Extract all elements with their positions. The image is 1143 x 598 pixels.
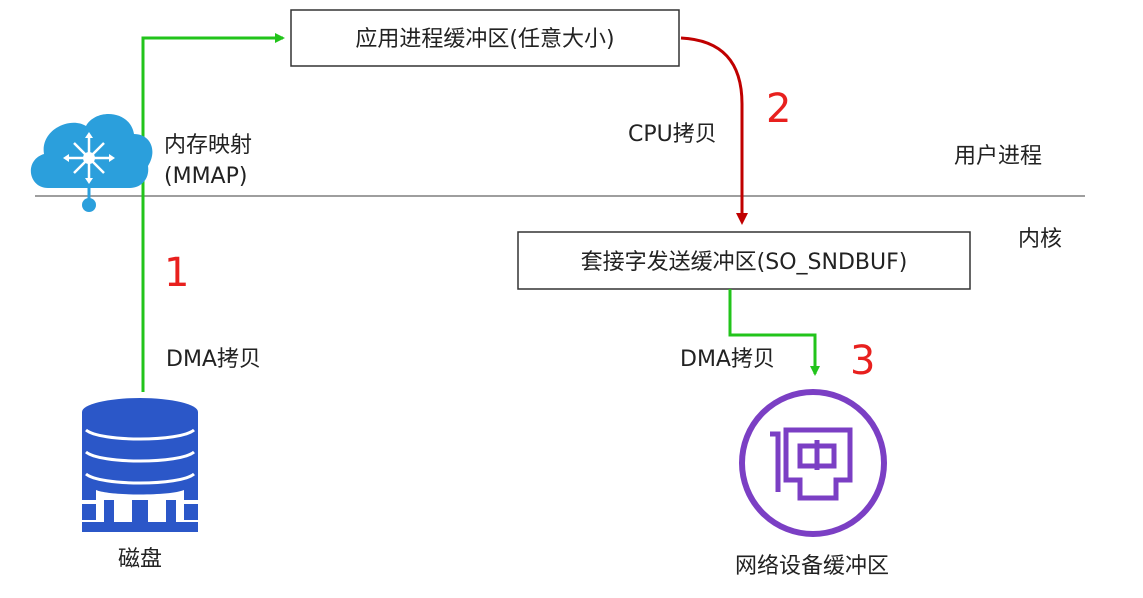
step-2-number: 2 <box>766 86 791 132</box>
mmap-label-line1: 内存映射 <box>164 133 252 158</box>
step-1-number: 1 <box>164 250 189 296</box>
dma-copy-disk-label: DMA拷贝 <box>166 347 261 372</box>
database-disk-icon <box>82 398 198 532</box>
nic-buffer-label: 网络设备缓冲区 <box>735 554 889 579</box>
kernel-label: 内核 <box>1018 227 1062 252</box>
cpu-copy-label: CPU拷贝 <box>628 122 717 147</box>
user-process-label: 用户进程 <box>954 144 1042 169</box>
dma-copy-nic-label: DMA拷贝 <box>680 347 775 372</box>
dma-mmap-arrow <box>141 33 285 392</box>
app-buffer-box <box>290 9 680 67</box>
mmap-label-line2: (MMAP) <box>164 164 247 189</box>
step-3-number: 3 <box>850 338 875 384</box>
cloud-network-icon <box>30 114 153 212</box>
socket-buffer-label: 套接字发送缓冲区(SO_SNDBUF) <box>581 250 908 275</box>
app-buffer-label: 应用进程缓冲区(任意大小) <box>355 27 614 52</box>
dma-nic-arrow <box>728 289 820 376</box>
network-card-icon <box>739 389 887 537</box>
cpu-copy-arrow <box>680 36 748 225</box>
socket-buffer-box <box>517 231 971 290</box>
disk-label: 磁盘 <box>118 547 162 572</box>
